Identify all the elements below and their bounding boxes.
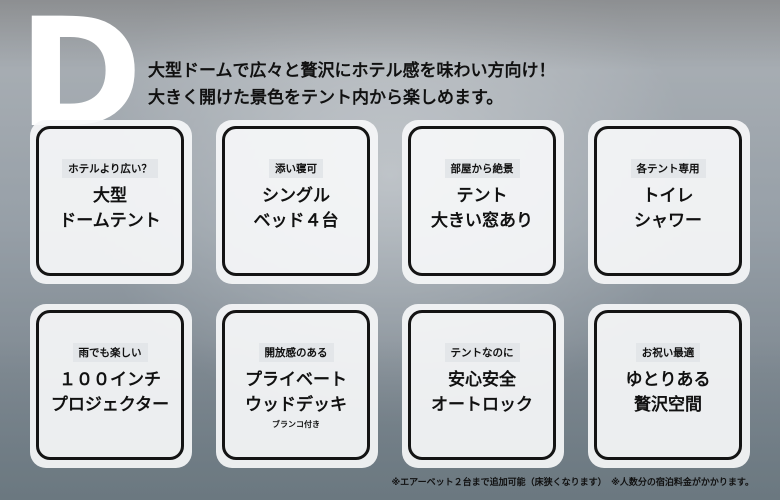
feature-card-autolock: テントなのに 安心安全 オートロック	[402, 304, 564, 468]
feature-tag: お祝い最適	[635, 343, 701, 362]
feature-title-line: ドームテント	[59, 211, 161, 231]
feature-title: プライベート ウッドデッキ	[245, 368, 347, 418]
feature-tag: 各テント専用	[630, 159, 706, 178]
feature-tag: 添い寝可	[269, 159, 323, 178]
feature-card-large-dome: ホテルより広い？ 大型 ドームテント	[30, 120, 192, 284]
feature-title-line: オートロック	[431, 395, 533, 415]
footnote: ※エアーベット２台まで追加可能（床狭くなります） ※人数分の宿泊料金がかかります…	[391, 478, 754, 488]
feature-grid: ホテルより広い？ 大型 ドームテント 添い寝可 シングル ベッド４台 部屋から絶…	[30, 120, 760, 470]
feature-tag: 開放感のある	[258, 343, 334, 362]
feature-title-line: ウッドデッキ	[245, 395, 347, 415]
headline-line-1: 大型ドームで広々と贅沢にホテル感を味わい方向け！	[148, 61, 556, 81]
feature-title-line: トイレ	[642, 186, 694, 206]
feature-title-line: シャワー	[634, 211, 702, 231]
feature-title-line: 安心安全	[448, 370, 516, 390]
feature-title: 安心安全 オートロック	[431, 368, 533, 418]
feature-tag: 雨でも楽しい	[72, 343, 148, 362]
feature-title-line: ベッド４台	[253, 211, 339, 231]
feature-title: １００インチ プロジェクター	[51, 368, 169, 418]
feature-title-line: ゆとりある	[625, 370, 711, 390]
feature-card-beds: 添い寝可 シングル ベッド４台	[216, 120, 378, 284]
feature-card-toilet-shower: 各テント専用 トイレ シャワー	[588, 120, 750, 284]
feature-title-line: テント	[456, 186, 508, 206]
feature-title-line: 大きい窓あり	[431, 211, 533, 231]
feature-title: 大型 ドームテント	[59, 184, 161, 234]
feature-title-line: １００インチ	[58, 370, 161, 390]
headline-line-2: 大きく開けた景色をテント内から楽しめます。	[148, 88, 504, 108]
feature-title-line: プロジェクター	[50, 395, 170, 415]
feature-note: ブランコ付き	[272, 420, 320, 429]
feature-title: テント 大きい窓あり	[431, 184, 533, 234]
feature-title-line: 大型	[93, 186, 127, 206]
feature-tag: ホテルより広い？	[62, 159, 158, 178]
feature-card-projector: 雨でも楽しい １００インチ プロジェクター	[30, 304, 192, 468]
feature-title: シングル ベッド４台	[254, 184, 339, 234]
feature-title: トイレ シャワー	[634, 184, 702, 234]
feature-card-luxury-space: お祝い最適 ゆとりある 贅沢空間	[588, 304, 750, 468]
feature-title-line: プライベート	[245, 370, 347, 390]
feature-card-wood-deck: 開放感のある プライベート ウッドデッキ ブランコ付き	[216, 304, 378, 468]
feature-card-window: 部屋から絶景 テント 大きい窓あり	[402, 120, 564, 284]
feature-tag: テントなのに	[444, 343, 520, 362]
feature-title-line: シングル	[262, 186, 330, 206]
feature-title-line: 贅沢空間	[634, 395, 702, 415]
feature-tag: 部屋から絶景	[444, 159, 520, 178]
headline: 大型ドームで広々と贅沢にホテル感を味わい方向け！ 大きく開けた景色をテント内から…	[148, 58, 768, 112]
feature-title: ゆとりある 贅沢空間	[626, 368, 711, 418]
